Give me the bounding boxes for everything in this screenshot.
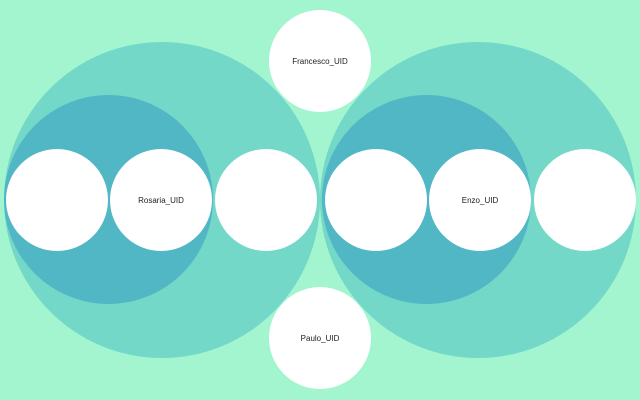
node-label: Rosaria_UID [138, 195, 184, 205]
node-label: Enzo_UID [461, 195, 499, 205]
rosaria-node[interactable]: Rosaria_UID [110, 149, 212, 251]
right-group-left-node[interactable] [325, 149, 427, 251]
left-group-right-node[interactable] [215, 149, 317, 251]
right-group-right-node[interactable] [534, 149, 636, 251]
node-label: Paulo_UID [300, 333, 340, 343]
francesco-node[interactable]: Francesco_UID [269, 10, 371, 112]
enzo-node[interactable]: Enzo_UID [429, 149, 531, 251]
paulo-node[interactable]: Paulo_UID [269, 287, 371, 389]
left-group-left-node[interactable] [6, 149, 108, 251]
node-label: Francesco_UID [292, 56, 348, 66]
